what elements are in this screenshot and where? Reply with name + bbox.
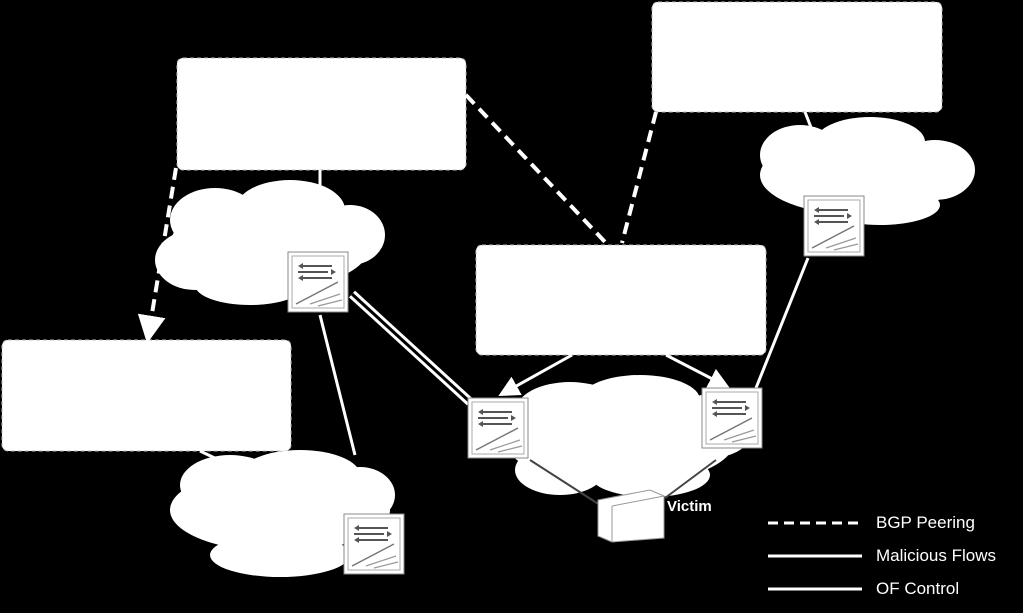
network-cloud-icon xyxy=(155,180,385,305)
controller-box-center xyxy=(475,244,767,356)
openflow-switch-icon xyxy=(343,513,405,575)
network-cloud-icon xyxy=(760,117,975,225)
openflow-switch-icon xyxy=(701,387,763,449)
bgp-peering-links xyxy=(137,93,658,344)
openflow-switch-icon xyxy=(803,195,865,257)
legend-of-control-label: OF Control xyxy=(876,579,960,598)
openflow-switch-icon xyxy=(287,251,349,313)
victim-server-icon xyxy=(597,489,665,543)
network-cloud-icon xyxy=(505,375,755,497)
network-cloud-icon xyxy=(170,450,395,577)
openflow-switch-icon xyxy=(467,397,529,459)
of-control-links xyxy=(199,111,814,472)
controller-box-top-right xyxy=(651,1,943,113)
malicious-flow-links xyxy=(318,290,717,506)
controller-box-left xyxy=(1,339,292,452)
victim-label: Victim xyxy=(667,498,712,515)
legend xyxy=(768,521,862,591)
controller-box-top-left xyxy=(176,57,467,171)
legend-bgp-label: BGP Peering xyxy=(876,513,975,532)
legend-malicious-label: Malicious Flows xyxy=(876,546,996,565)
